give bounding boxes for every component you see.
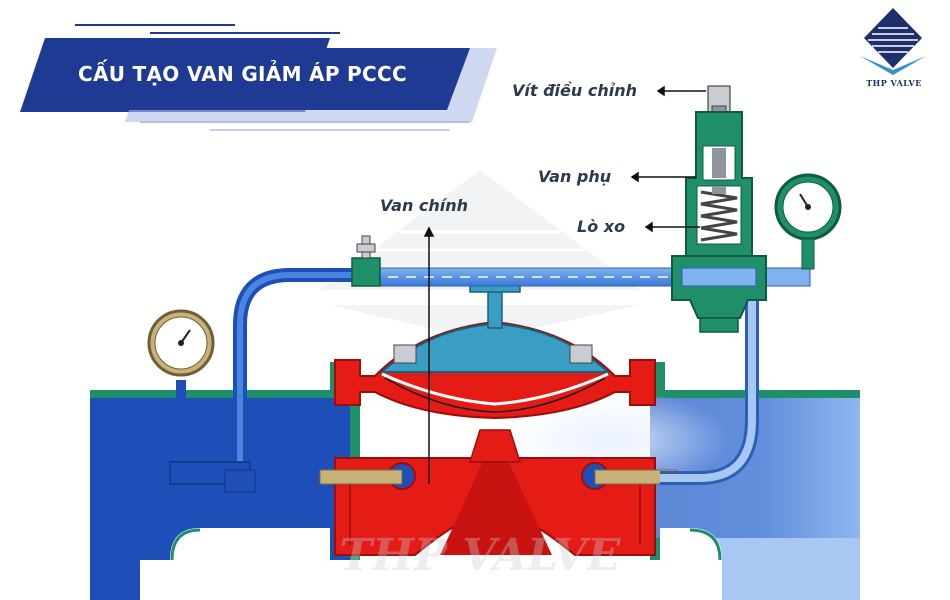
brand-name: THP VALVE (866, 78, 922, 88)
main-pipeline (90, 362, 860, 600)
title-banner (20, 24, 497, 131)
pilot-valve (671, 85, 767, 333)
label-spring: Lò xo (577, 217, 626, 236)
page-title: CẤU TẠO VAN GIẢM ÁP PCCC (78, 62, 407, 86)
upstream-pressure-gauge (147, 309, 215, 377)
main-valve-bonnet (334, 281, 656, 420)
main-valve-body (319, 429, 678, 556)
downstream-pressure-gauge (774, 173, 842, 270)
label-adjust-screw: Vít điều chỉnh (512, 81, 637, 100)
label-pilot-valve: Van phụ (538, 167, 612, 186)
control-tubing (169, 235, 811, 493)
watermark-text: THP VALVE (340, 530, 622, 581)
label-pointers (423, 85, 706, 484)
label-main-valve: Van chính (380, 196, 469, 215)
thp-valve-logo (860, 8, 926, 75)
